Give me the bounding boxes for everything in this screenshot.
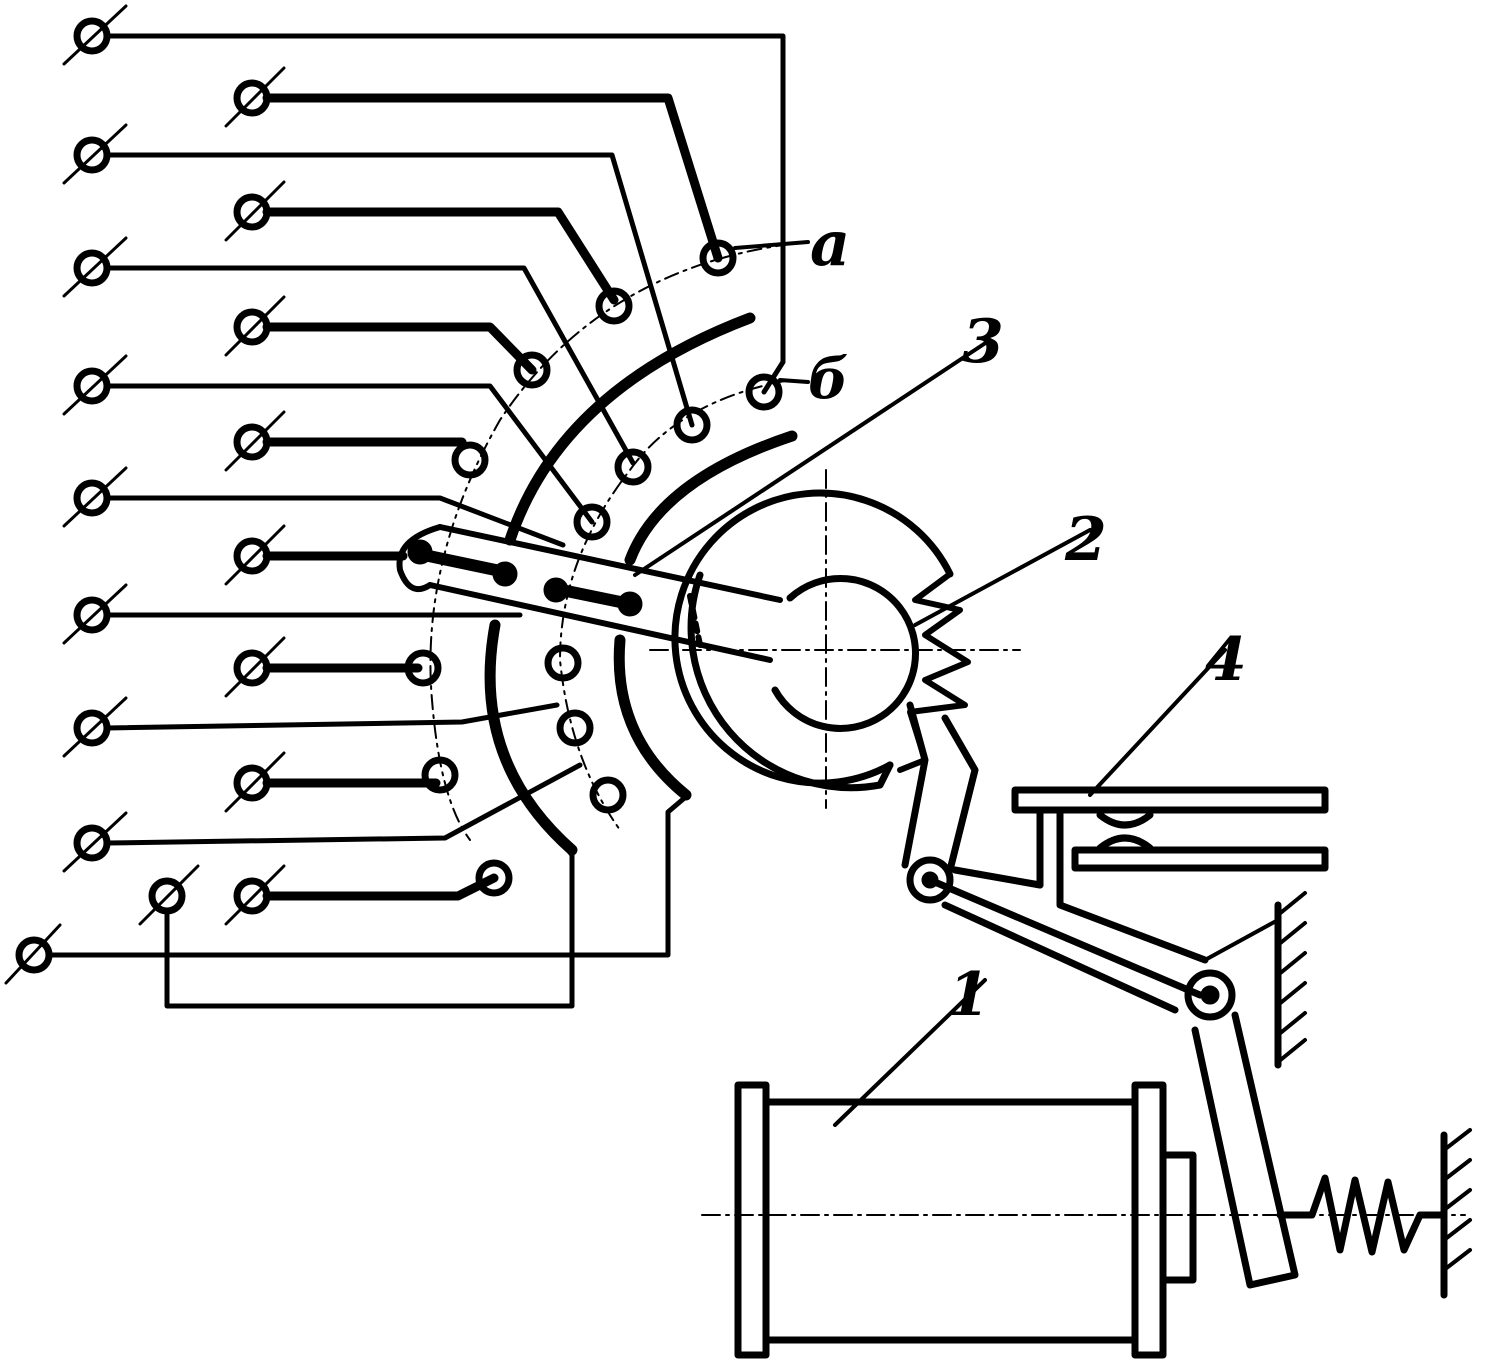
contact: [573, 503, 611, 541]
terminal-slashes-outer: [4, 4, 128, 985]
ratchet-wheel: [671, 489, 954, 792]
pivot-pin: [906, 856, 954, 904]
label-b: б: [808, 346, 848, 412]
label-4: 4: [1205, 625, 1247, 695]
pivot-pin: [1184, 969, 1236, 1021]
contact: [451, 441, 489, 479]
contact-row-b: [544, 373, 783, 814]
contact-arc-centerlines: [429, 243, 791, 841]
contact: [699, 239, 737, 277]
label-1: 1: [948, 960, 990, 1030]
centerlines: [649, 469, 1466, 1216]
pivot-pin-centers: [921, 871, 1220, 1005]
bank-arc-outer: [484, 312, 756, 856]
leader-lines: [633, 240, 1227, 1127]
pivot-pins: [906, 856, 1236, 1021]
electromagnet-coil: [734, 1081, 1197, 1359]
contact: [513, 351, 551, 389]
wiper-arm: [396, 524, 783, 663]
contact: [595, 287, 633, 325]
return-spring: [1276, 1174, 1448, 1256]
wiring-thin: [46, 33, 786, 1009]
ground-right-lower-hatch: [1442, 1128, 1472, 1272]
pawl-linkage: [901, 701, 1299, 1289]
label-2: 2: [1064, 505, 1107, 575]
wiper-brush-ends: [407, 539, 643, 617]
contact: [544, 644, 582, 682]
contact: [614, 448, 652, 486]
brush-end: [492, 561, 518, 587]
terminals-outer-column: [15, 17, 111, 974]
label-3: 3: [962, 307, 1004, 377]
contact: [404, 649, 442, 687]
brush-end: [543, 577, 569, 603]
label-a: а: [810, 207, 850, 280]
brush-end: [617, 591, 643, 617]
contact: [475, 859, 513, 897]
wiring-thick: [262, 93, 723, 901]
brush-end: [407, 539, 433, 565]
ground-right-upper-hatch: [1203, 891, 1307, 1064]
contact: [745, 373, 783, 411]
bank-arc-inner: [613, 430, 798, 801]
contact: [556, 709, 594, 747]
spring-contact: [1011, 786, 1329, 872]
terminal-slashes-inner: [138, 66, 286, 926]
